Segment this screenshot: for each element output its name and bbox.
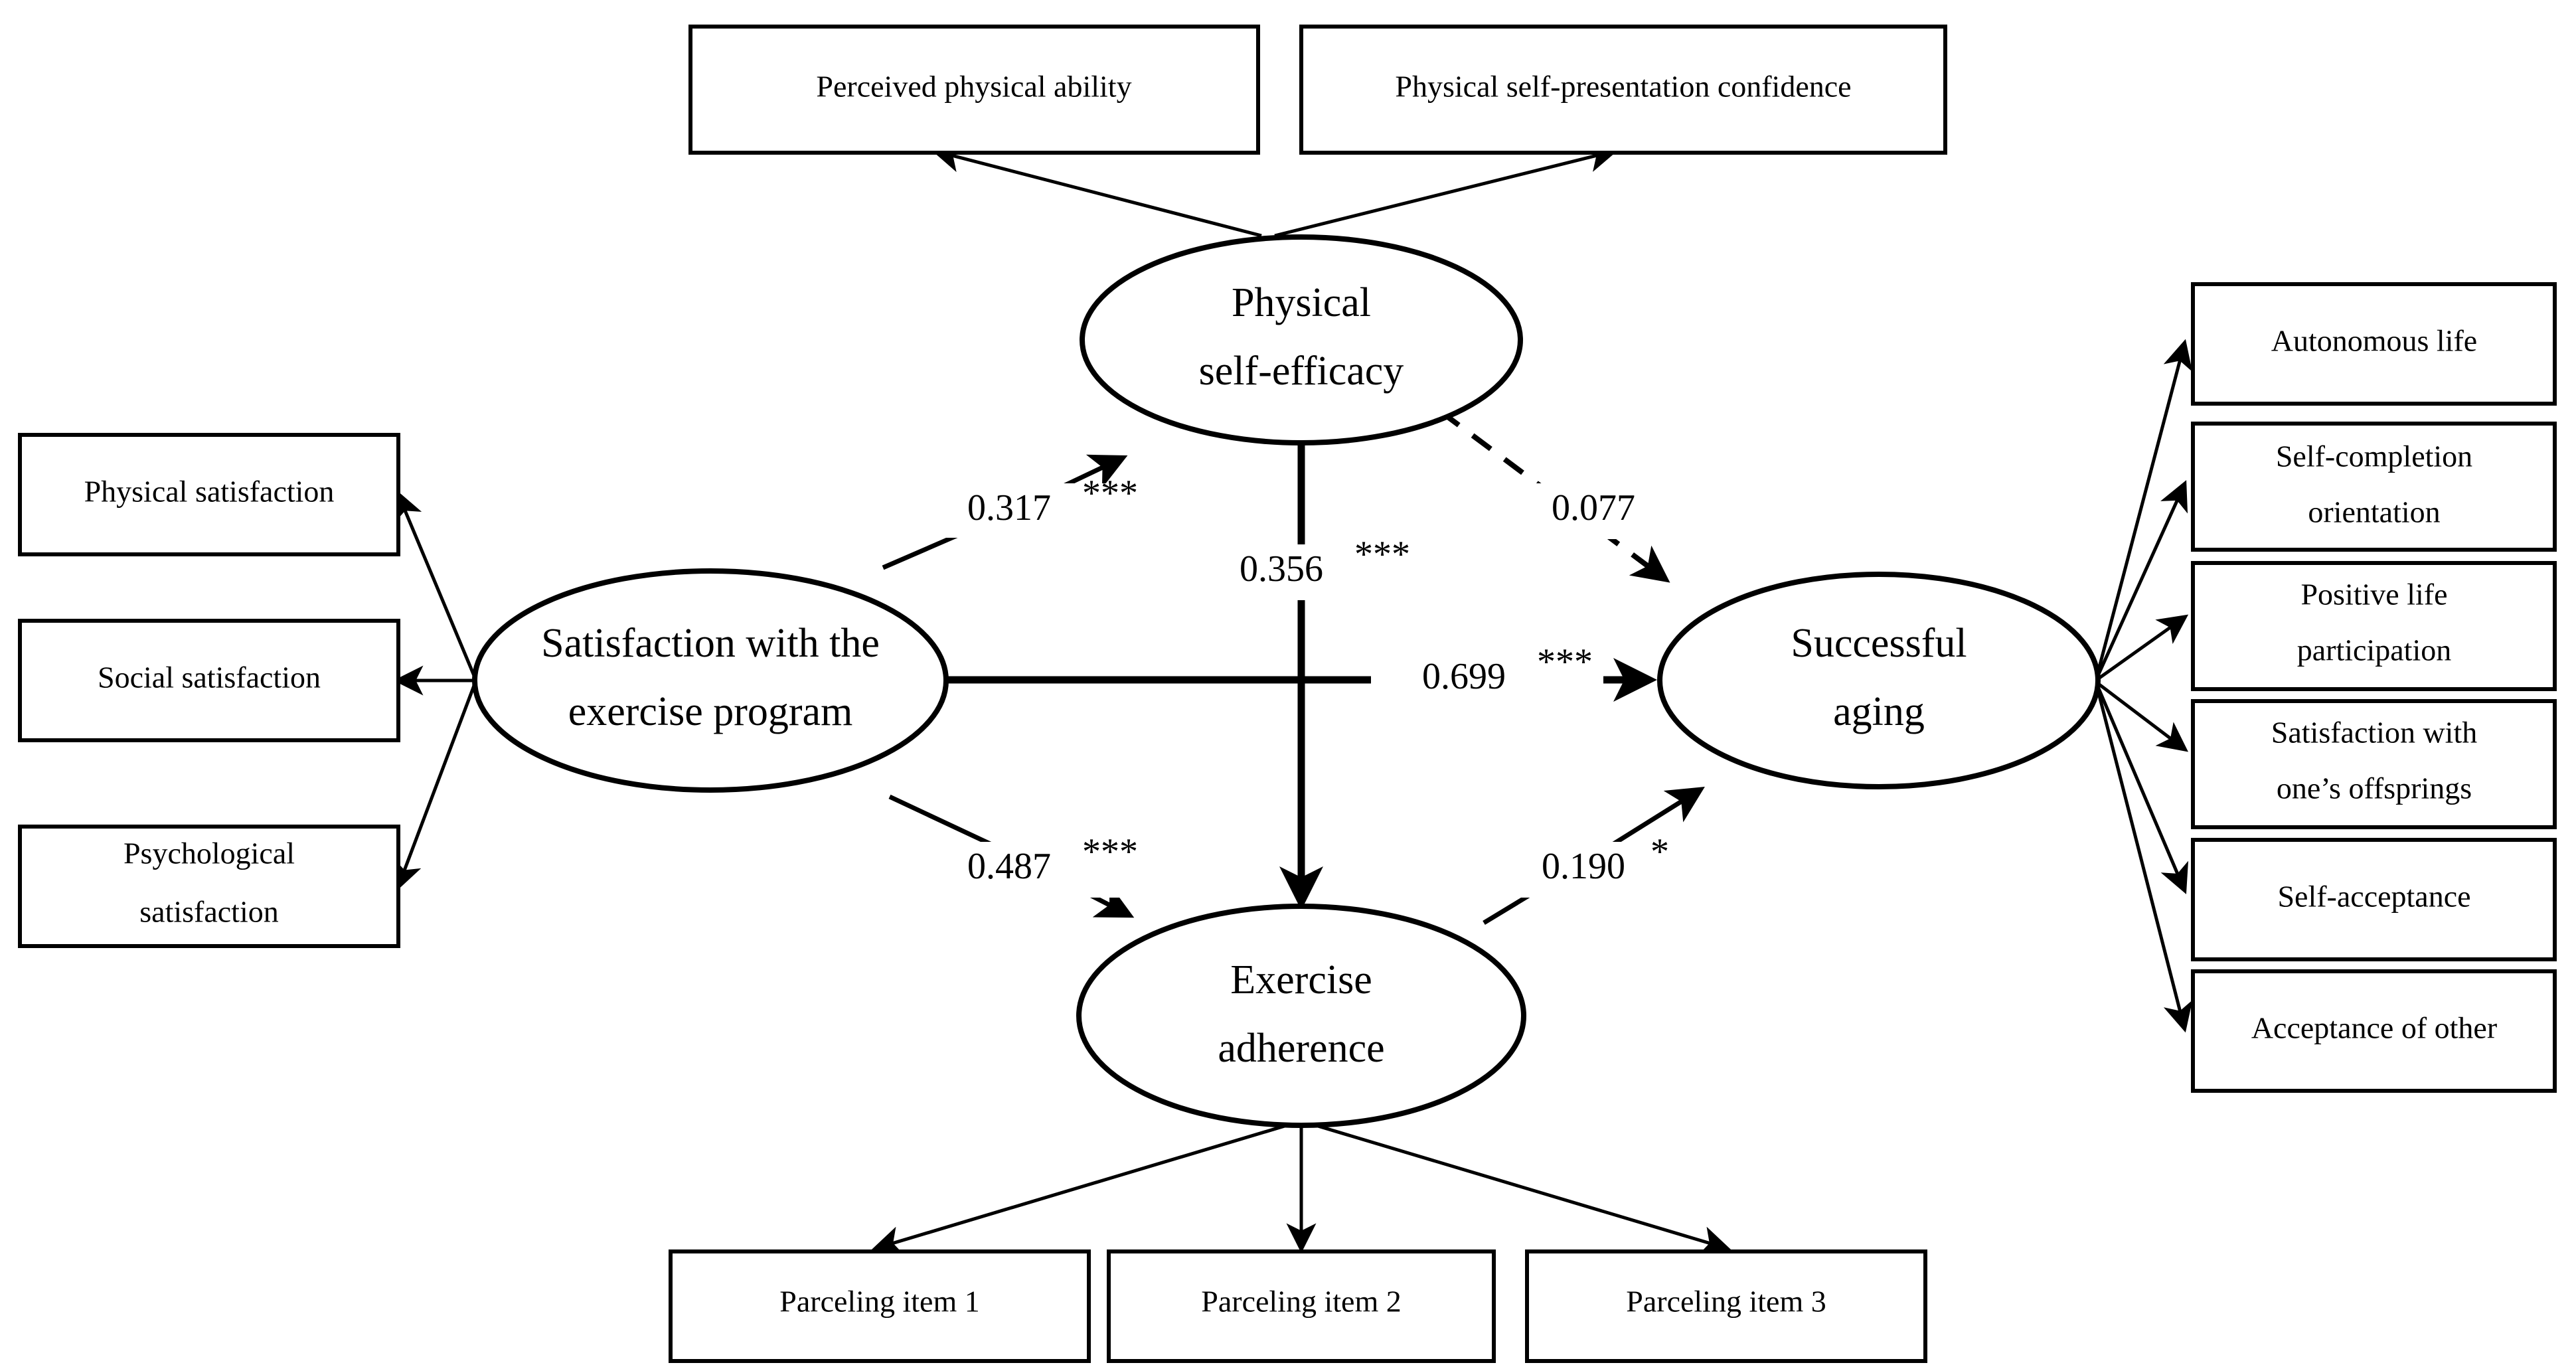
arrow-sa-to-self-completion-orientation — [2095, 480, 2188, 680]
coefficient-value-exadh-to-sa: 0.190 — [1542, 846, 1625, 887]
latent-ellipse-exercise-adherence[interactable] — [1076, 904, 1526, 1128]
coefficient-stars-sat-to-exadh: *** — [1082, 831, 1138, 872]
arrow-sat-to-physical-satisfaction — [394, 490, 477, 678]
indicator-box-parceling-item-3[interactable] — [1525, 1249, 1927, 1363]
coefficient-sat-to-exadh: 0.487 *** — [916, 831, 1149, 898]
arrow-sa-to-acceptance-of-other — [2095, 684, 2193, 1033]
indicator-label-autonomous-life: Autonomous life — [2271, 324, 2477, 358]
coefficient-value-sat-to-exadh: 0.487 — [967, 846, 1051, 887]
indicator-label-perceived-physical-ability: Perceived physical ability — [816, 70, 1131, 104]
indicator-label-self-completion-orientation-line1: Self-completion — [2276, 440, 2472, 473]
latent-label-satisfaction-line2: exercise program — [568, 689, 853, 734]
latent-label-successful-aging-line1: Successful — [1791, 621, 1967, 666]
coefficient-pse-to-sa: 0.077 — [1494, 483, 1693, 539]
indicator-box-parceling-item-1[interactable] — [669, 1249, 1091, 1363]
indicator-box-social-satisfaction[interactable] — [18, 619, 400, 742]
indicator-box-psychological-satisfaction[interactable] — [18, 825, 400, 948]
indicator-box-self-acceptance[interactable] — [2191, 838, 2557, 961]
arrow-exadh-to-parceling-item-3 — [1304, 1120, 1731, 1255]
indicator-label-parceling-item-3: Parceling item 3 — [1626, 1285, 1826, 1319]
indicator-label-physical-satisfaction: Physical satisfaction — [84, 475, 335, 509]
coefficient-stars-sat-to-sa: *** — [1537, 641, 1593, 682]
arrow-sa-to-positive-life-participation — [2095, 614, 2189, 682]
latent-label-physical-self-efficacy-line1: Physical — [1232, 280, 1371, 325]
coefficient-stars-exadh-to-sa: * — [1650, 831, 1669, 872]
indicator-box-satisfaction-with-offsprings[interactable] — [2191, 699, 2557, 829]
coefficient-sat-to-pse: 0.317 *** — [916, 473, 1149, 538]
coefficient-stars-sat-to-pse: *** — [1082, 473, 1138, 514]
indicator-label-acceptance-of-other: Acceptance of other — [2251, 1011, 2497, 1045]
latent-ellipse-successful-aging[interactable] — [1657, 572, 2101, 789]
coefficient-exadh-to-sa: 0.190 * — [1494, 831, 1693, 898]
indicator-label-psychological-satisfaction-line2: satisfaction — [139, 895, 279, 929]
coefficient-stars-pse-to-exadh: *** — [1354, 534, 1410, 575]
latent-label-successful-aging-line2: aging — [1833, 689, 1925, 734]
indicator-label-positive-life-participation-line1: Positive life — [2300, 578, 2447, 611]
arrow-pse-to-perceived-physical-ability — [931, 143, 1262, 238]
indicator-label-positive-life-participation-line2: participation — [2297, 633, 2451, 667]
latent-label-exercise-adherence-line2: adherence — [1218, 1026, 1384, 1071]
indicator-box-positive-life-participation[interactable] — [2191, 561, 2557, 691]
indicator-label-social-satisfaction: Social satisfaction — [98, 661, 321, 694]
indicator-label-parceling-item-2: Parceling item 2 — [1201, 1285, 1401, 1319]
latent-ellipse-satisfaction-exercise-program[interactable] — [472, 568, 949, 793]
latent-label-exercise-adherence-line1: Exercise — [1230, 957, 1372, 1003]
indicator-label-parceling-item-1: Parceling item 1 — [779, 1285, 979, 1319]
arrow-sa-to-self-acceptance — [2095, 683, 2189, 894]
arrow-sat-to-psychological-satisfaction — [393, 683, 477, 892]
indicator-box-physical-satisfaction[interactable] — [18, 433, 400, 556]
arrow-sa-to-autonomous-life — [2095, 339, 2193, 678]
indicator-label-psychological-satisfaction-line1: Psychological — [123, 837, 295, 870]
coefficient-value-sat-to-sa: 0.699 — [1422, 656, 1506, 697]
latent-label-satisfaction-line1: Satisfaction with the — [541, 621, 880, 666]
indicator-box-parceling-item-2[interactable] — [1107, 1249, 1496, 1363]
indicator-label-satisfaction-with-offsprings-line1: Satisfaction with — [2271, 716, 2477, 750]
coefficient-value-pse-to-exadh: 0.356 — [1240, 548, 1323, 590]
indicator-label-self-completion-orientation-line2: orientation — [2308, 495, 2440, 529]
coefficient-value-sat-to-pse: 0.317 — [967, 487, 1051, 528]
indicator-box-self-completion-orientation[interactable] — [2191, 422, 2557, 552]
coefficient-pse-to-exadh: 0.356 *** — [1188, 534, 1427, 600]
indicator-label-self-acceptance: Self-acceptance — [2277, 880, 2470, 914]
indicator-box-autonomous-life[interactable] — [2191, 282, 2557, 406]
indicator-label-satisfaction-with-offsprings-line2: one’s offsprings — [2277, 771, 2472, 805]
latent-ellipse-physical-self-efficacy[interactable] — [1080, 234, 1523, 445]
arrow-pse-to-self-presentation-confidence — [1274, 143, 1619, 238]
coefficient-sat-to-sa: 0.699 *** — [1371, 641, 1603, 708]
indicator-box-acceptance-of-other[interactable] — [2191, 969, 2557, 1093]
arrow-exadh-to-parceling-item-1 — [871, 1120, 1299, 1255]
latent-label-physical-self-efficacy-line2: self-efficacy — [1199, 349, 1404, 394]
indicator-label-physical-self-presentation-confidence: Physical self-presentation confidence — [1395, 70, 1851, 104]
coefficient-value-pse-to-sa: 0.077 — [1552, 487, 1635, 528]
indicator-box-physical-self-presentation-confidence[interactable] — [1299, 25, 1947, 155]
indicator-box-perceived-physical-ability[interactable] — [688, 25, 1260, 155]
arrow-sa-to-satisfaction-with-offsprings — [2095, 681, 2188, 752]
